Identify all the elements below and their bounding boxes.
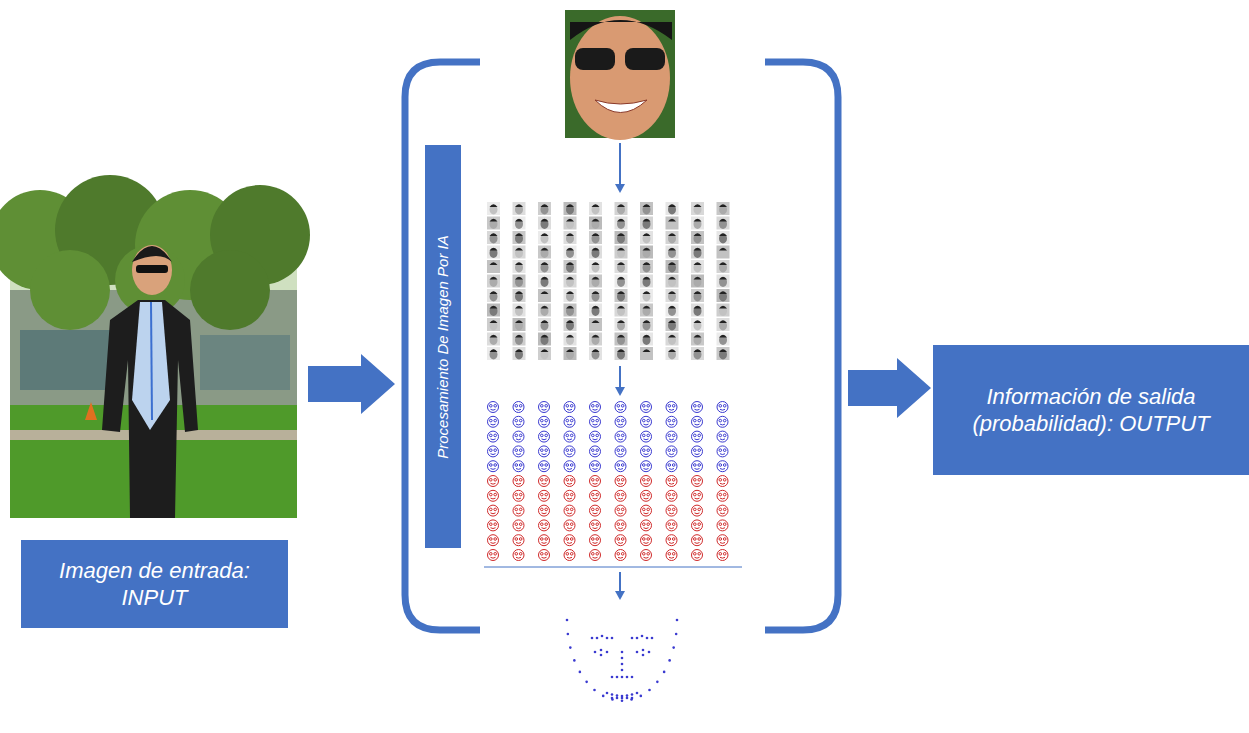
flow-arrow: [308, 354, 395, 414]
bracket: [765, 62, 838, 630]
arrowhead: [615, 184, 625, 193]
baseline: [484, 567, 742, 568]
face-photo: [565, 10, 675, 140]
step-arrow: [619, 366, 621, 389]
step-arrow: [619, 572, 621, 593]
arrowhead: [615, 591, 625, 600]
face-icon-grid: [488, 402, 729, 561]
arrowhead: [615, 387, 625, 396]
input-photo: [0, 175, 310, 518]
process-band: Procesamiento De Imagen Por IA: [425, 145, 461, 548]
output-box: Información de salida (probabilidad): OU…: [933, 345, 1249, 475]
input-label-box: Imagen de entrada: INPUT: [21, 540, 288, 628]
face-dataset-grid: [487, 202, 730, 360]
box-label: Información de salida (probabilidad): OU…: [947, 383, 1235, 438]
step-arrow: [619, 143, 621, 186]
flow-arrow: [848, 358, 931, 418]
box-label: Imagen de entrada: INPUT: [35, 557, 274, 612]
band-label: Procesamiento De Imagen Por IA: [434, 235, 453, 458]
bracket: [405, 62, 480, 630]
face-landmarks: [566, 619, 679, 702]
